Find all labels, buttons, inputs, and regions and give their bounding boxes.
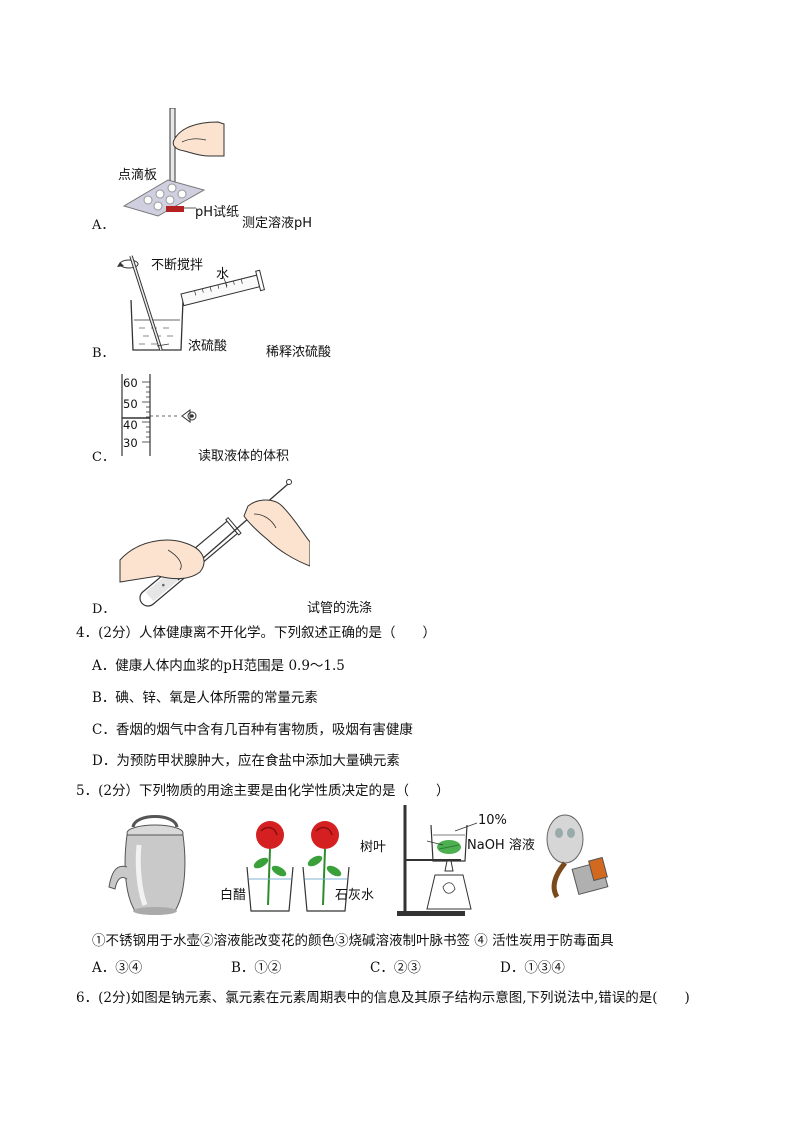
q5-option-b[interactable]: B．①② xyxy=(231,960,282,976)
label-drop-plate: 点滴板 xyxy=(118,168,158,183)
question-5-stem: 5．(2分）下列物质的用途主要是由化学性质决定的是（ ） xyxy=(76,783,450,799)
option-d-letter[interactable]: D． xyxy=(92,602,116,617)
q5-option-c[interactable]: C．②③ xyxy=(370,960,421,976)
option-d-figure xyxy=(118,470,311,612)
kettle-image xyxy=(108,815,186,915)
q5-items-list: ①不锈钢用于水壶②溶液能改变花的颜色③烧碱溶液制叶脉书签 ④ 活性炭用于防毒面具 xyxy=(92,933,614,949)
tick-50: 50 xyxy=(123,397,138,411)
rose-limewater-image xyxy=(302,821,350,912)
option-d-caption: 试管的洗涤 xyxy=(307,601,373,616)
dilute-acid-illustration xyxy=(117,255,266,351)
tick-40: 40 xyxy=(123,418,138,432)
label-naoh-solution: NaOH 溶液 xyxy=(467,838,535,853)
question-4-stem: 4．(2分）人体健康离不开化学。下列叙述正确的是（ ） xyxy=(76,625,436,641)
q4-option-d[interactable]: D．为预防甲状腺肿大，应在食盐中添加大量碘元素 xyxy=(92,753,400,769)
test-tube-wash-illustration xyxy=(119,479,311,607)
option-c-figure xyxy=(118,372,208,458)
rose-vinegar-image xyxy=(246,821,294,912)
label-water: 水 xyxy=(216,267,230,282)
label-keep-stirring: 不断搅拌 xyxy=(151,258,204,273)
gas-mask-image xyxy=(546,814,609,899)
option-c-caption: 读取液体的体积 xyxy=(198,449,290,464)
q5-option-a[interactable]: A．③④ xyxy=(92,960,143,976)
q5-figure-strip xyxy=(105,805,635,920)
q5-illustrations xyxy=(108,805,609,916)
option-a-figure xyxy=(118,107,238,218)
label-limewater: 石灰水 xyxy=(335,888,375,903)
option-a-caption: 测定溶液pH xyxy=(242,216,313,231)
ph-test-illustration xyxy=(122,107,225,217)
q4-option-a[interactable]: A．健康人体内血浆的pH范围是 0.9～1.5 xyxy=(92,658,345,674)
label-leaf: 树叶 xyxy=(360,840,387,855)
label-vinegar: 白醋 xyxy=(220,888,247,903)
option-b-figure xyxy=(115,250,266,355)
q5-option-d[interactable]: D．①③④ xyxy=(500,960,565,976)
label-percent: 10% xyxy=(478,813,507,828)
label-ph-paper: pH试纸 xyxy=(195,205,240,220)
q4-option-b[interactable]: B．碘、锌、氧是人体所需的常量元素 xyxy=(92,690,318,706)
tick-30: 30 xyxy=(123,436,138,450)
option-a-letter[interactable]: A． xyxy=(92,218,115,233)
tick-60: 60 xyxy=(123,376,138,390)
q4-option-c[interactable]: C．香烟的烟气中含有几百种有害物质，吸烟有害健康 xyxy=(92,722,413,738)
leaf-vein-apparatus-image xyxy=(397,805,478,916)
option-b-letter[interactable]: B． xyxy=(92,346,115,361)
label-conc-sulfuric-acid: 浓硫酸 xyxy=(188,339,228,354)
option-b-caption: 稀释浓硫酸 xyxy=(266,345,332,360)
question-6-stem: 6．(2分)如图是钠元素、氯元素在元素周期表中的信息及其原子结构示意图,下列说法… xyxy=(76,990,690,1006)
read-volume-illustration xyxy=(121,374,197,456)
option-c-letter[interactable]: C． xyxy=(92,450,115,465)
